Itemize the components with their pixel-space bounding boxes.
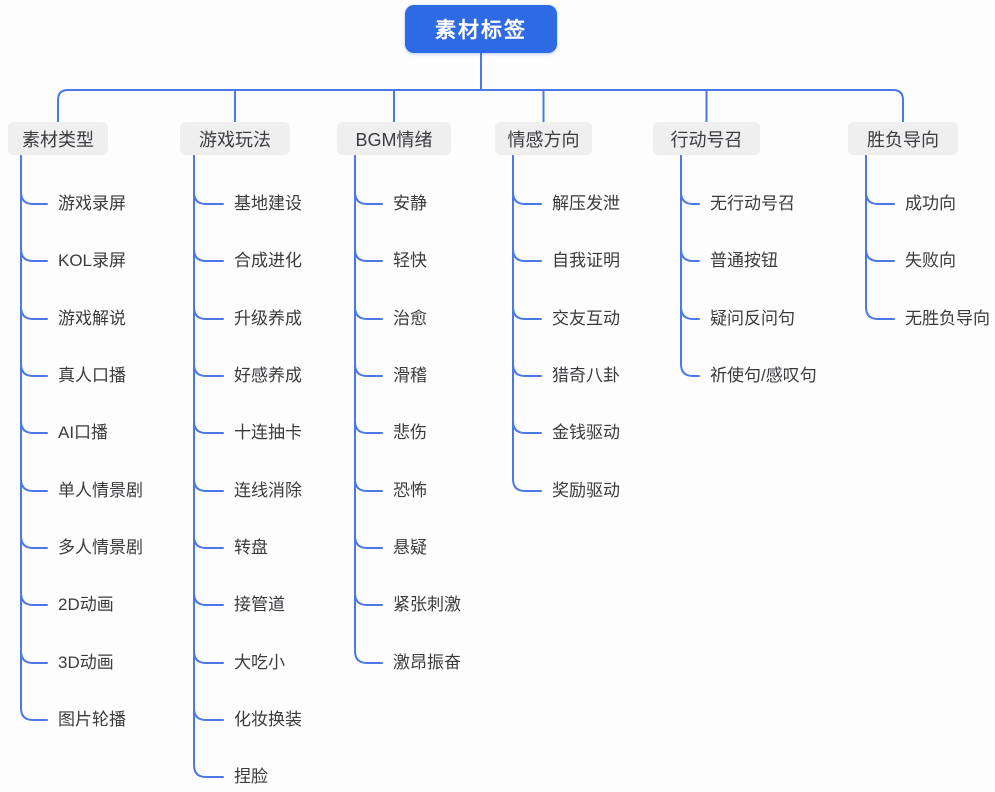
tag-node: AI口播 — [58, 423, 109, 442]
tag-node: 紧张刺激 — [393, 595, 461, 614]
tag-node: 好感养成 — [234, 366, 302, 385]
tag-node: 悲伤 — [393, 423, 427, 442]
tag-node: 图片轮播 — [58, 710, 126, 729]
tag-node: 滑稽 — [393, 366, 427, 385]
tag-node: 奖励驱动 — [552, 481, 620, 500]
tag-node: 解压发泄 — [552, 194, 620, 213]
tag-node: 安静 — [393, 194, 427, 213]
tag-node: 多人情景剧 — [58, 538, 143, 557]
branch-node-material-type: 素材类型 — [8, 122, 108, 155]
branch-node-win-loss-orientation: 胜负导向 — [848, 122, 958, 155]
tag-node: 自我证明 — [552, 251, 620, 270]
tag-node: 成功向 — [905, 194, 956, 213]
tag-node: 真人口播 — [58, 366, 126, 385]
tag-node: 游戏录屏 — [58, 194, 126, 213]
tag-node: 合成进化 — [234, 251, 302, 270]
tag-node: 2D动画 — [58, 595, 114, 614]
tag-node: 金钱驱动 — [552, 423, 620, 442]
tag-node: 捏脸 — [234, 767, 268, 786]
root-node: 素材标签 — [405, 5, 557, 53]
tag-node: 治愈 — [393, 309, 427, 328]
tag-node: 十连抽卡 — [234, 423, 302, 442]
tag-node: 3D动画 — [58, 653, 114, 672]
tag-node: 普通按钮 — [710, 251, 778, 270]
branch-node-bgm-mood: BGM情绪 — [337, 122, 451, 155]
tag-node: KOL录屏 — [58, 251, 127, 270]
tag-node: 无胜负导向 — [905, 309, 990, 328]
tag-node: 悬疑 — [393, 538, 427, 557]
tag-node: 恐怖 — [393, 481, 427, 500]
branch-node-emotion-direction: 情感方向 — [495, 122, 592, 155]
branch-node-gameplay: 游戏玩法 — [180, 122, 290, 155]
tag-node: 交友互动 — [552, 309, 620, 328]
tag-node: 疑问反问句 — [710, 309, 795, 328]
tag-node: 接管道 — [234, 595, 285, 614]
tag-node: 无行动号召 — [710, 194, 795, 213]
tag-node: 猎奇八卦 — [552, 366, 620, 385]
tag-node: 转盘 — [234, 538, 268, 557]
tag-node: 单人情景剧 — [58, 481, 143, 500]
tag-node: 游戏解说 — [58, 309, 126, 328]
tag-node: 祈使句/感叹句 — [710, 366, 817, 385]
tag-node: 激昂振奋 — [393, 653, 461, 672]
tag-node: 大吃小 — [234, 653, 285, 672]
tag-node: 基地建设 — [234, 194, 302, 213]
tag-node: 轻快 — [393, 251, 427, 270]
tag-node: 升级养成 — [234, 309, 302, 328]
tag-node: 化妆换装 — [234, 710, 302, 729]
branch-node-call-to-action: 行动号召 — [653, 122, 760, 155]
tag-node: 失败向 — [905, 251, 956, 270]
tag-node: 连线消除 — [234, 481, 302, 500]
